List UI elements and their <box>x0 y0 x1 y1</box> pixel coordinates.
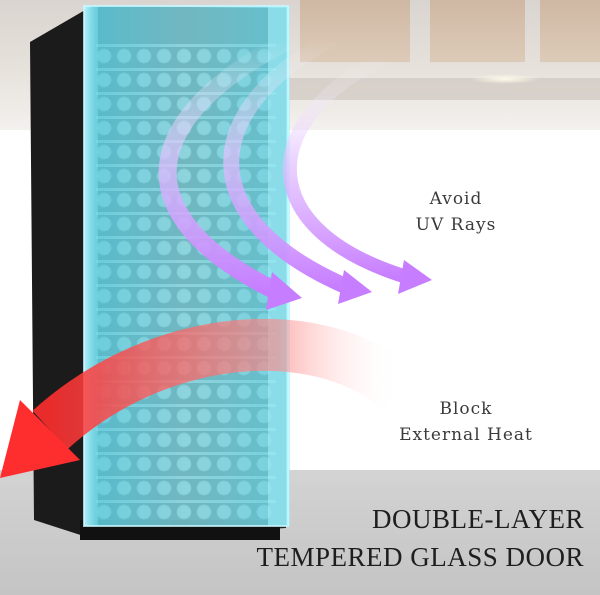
heat-feature-label: Block External Heat <box>386 396 546 448</box>
headline-line2: TEMPERED GLASS DOOR <box>256 542 584 572</box>
glass-door <box>83 5 290 527</box>
uv-label-line2: UV Rays <box>415 215 497 235</box>
headline-line1: DOUBLE-LAYER <box>372 504 584 534</box>
uv-label-line1: Avoid <box>429 189 483 209</box>
backdrop-cabinet <box>540 0 600 62</box>
backdrop-light <box>470 74 540 84</box>
heat-label-line1: Block <box>439 399 493 419</box>
uv-arrows <box>158 31 432 310</box>
uv-feature-label: Avoid UV Rays <box>396 186 516 238</box>
heat-label-line2: External Heat <box>399 425 533 445</box>
backdrop-cabinet <box>430 0 525 62</box>
heat-arrow <box>0 318 418 478</box>
